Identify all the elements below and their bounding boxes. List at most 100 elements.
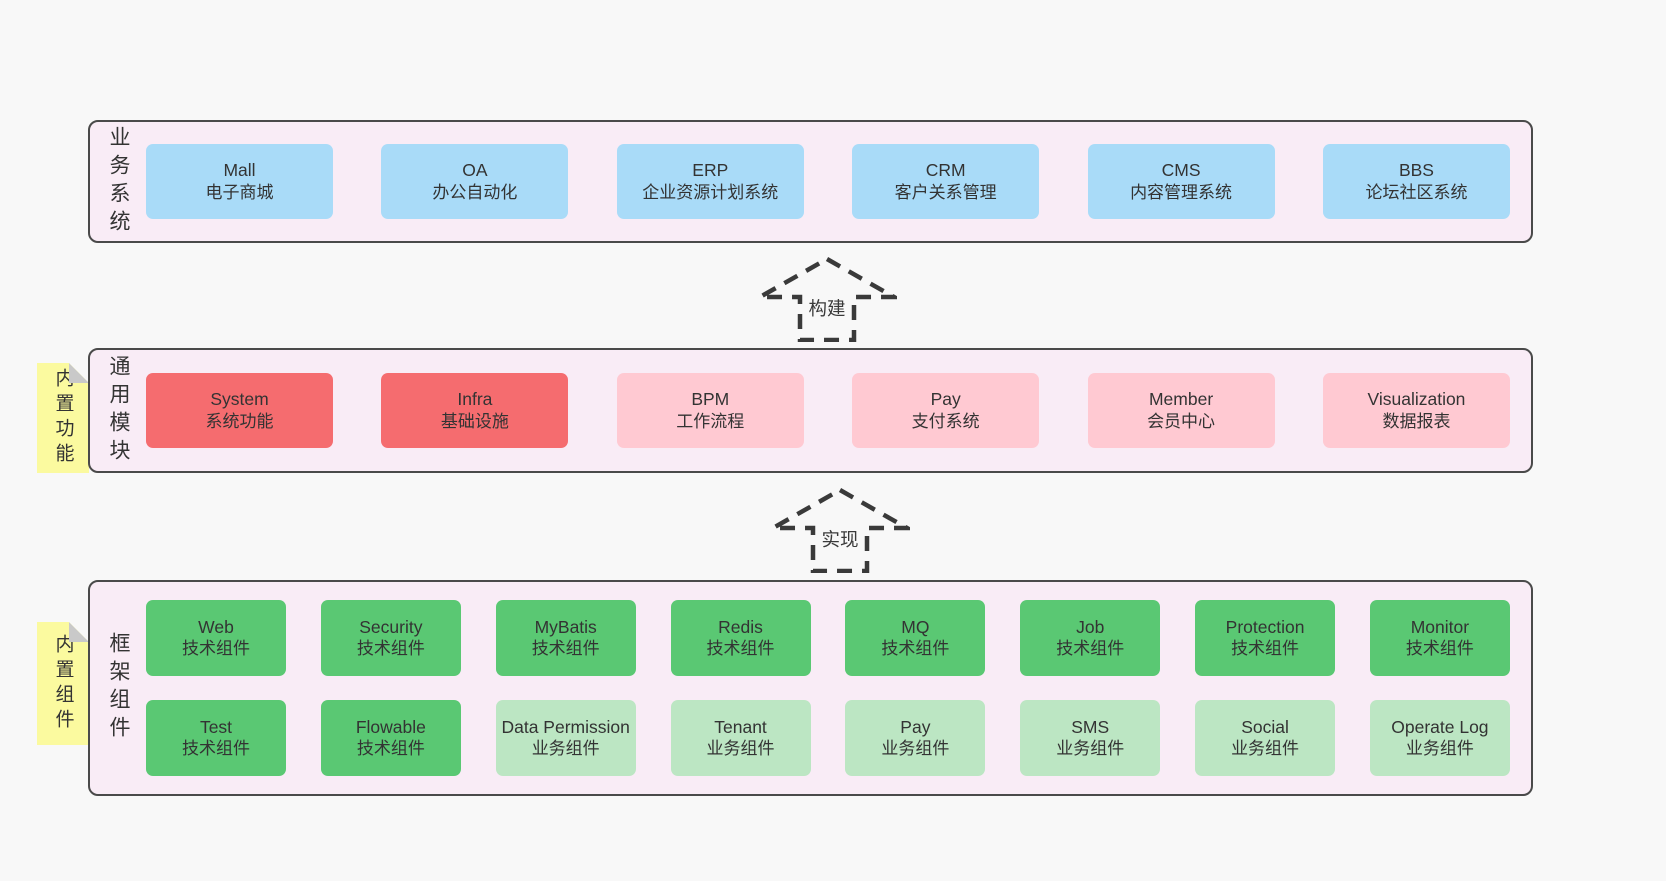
box-title: Member	[1148, 389, 1214, 410]
box-title: System	[210, 389, 269, 410]
box-subtitle: 论坛社区系统	[1365, 182, 1468, 202]
section-label: 通用模块	[107, 354, 130, 467]
folded-corner-icon	[69, 622, 89, 642]
box-subtitle: 技术组件	[182, 639, 250, 659]
box-subtitle: 技术组件	[706, 639, 775, 659]
box-subtitle: 业务组件	[1056, 739, 1125, 759]
section-label: 业务系统	[107, 125, 130, 238]
box-title: CRM	[925, 160, 966, 181]
box-title: Infra	[457, 389, 493, 410]
dashed-up-arrow-icon	[757, 256, 897, 342]
build-arrow: 构建	[757, 256, 897, 342]
box-title: ERP	[692, 160, 729, 181]
box-subtitle: 业务组件	[1231, 739, 1300, 759]
section-label: 框架组件	[107, 632, 130, 744]
box-title: Data Permission	[501, 716, 630, 737]
box-subtitle: 内容管理系统	[1130, 182, 1233, 202]
box-title: Social	[1241, 716, 1289, 737]
box-subtitle: 技术组件	[531, 639, 600, 659]
sticky-note-label: 内置组件	[52, 633, 74, 734]
box-title: Security	[359, 616, 423, 637]
folded-corner-icon	[69, 363, 89, 383]
arrow-label: 构建	[804, 294, 850, 322]
box-title: Visualization	[1367, 389, 1466, 410]
box-subtitle: 支付系统	[911, 411, 980, 431]
box-title: Flowable	[355, 716, 426, 737]
box-title: Redis	[718, 616, 763, 637]
box-subtitle: 技术组件	[881, 639, 950, 659]
box-title: Tenant	[714, 716, 767, 737]
box-title: Web	[198, 616, 234, 637]
box-title: CMS	[1161, 160, 1201, 181]
box-subtitle: 技术组件	[356, 639, 425, 659]
box-subtitle: 技术组件	[1405, 639, 1474, 659]
box-subtitle: 企业资源计划系统	[642, 182, 779, 202]
box-subtitle: 会员中心	[1147, 411, 1216, 431]
box-subtitle: 业务组件	[531, 739, 600, 759]
box-title: Job	[1076, 616, 1105, 637]
box-subtitle: 业务组件	[1405, 739, 1474, 759]
box-title: BPM	[691, 389, 730, 410]
box-title: MQ	[901, 616, 930, 637]
box-subtitle: 技术组件	[1056, 639, 1125, 659]
box-subtitle: 办公自动化	[432, 182, 518, 202]
box-subtitle: 技术组件	[356, 739, 425, 759]
box-subtitle: 客户关系管理	[894, 182, 997, 202]
box-subtitle: 技术组件	[1231, 639, 1300, 659]
box-title: Mall	[223, 160, 256, 181]
box-title: OA	[462, 160, 488, 181]
box-subtitle: 基础设施	[440, 411, 509, 431]
box-title: Pay	[900, 716, 931, 737]
box-subtitle: 系统功能	[205, 411, 274, 431]
box-title: Test	[199, 716, 233, 737]
box-title: Protection	[1225, 616, 1305, 637]
box-title: BBS	[1398, 160, 1434, 181]
sticky-note-built-in-features: 内置功能	[37, 363, 89, 473]
box-subtitle: 数据报表	[1382, 411, 1451, 431]
dashed-up-arrow-icon	[770, 487, 910, 573]
sticky-note-label: 内置功能	[52, 368, 74, 468]
box-title: SMS	[1071, 716, 1110, 737]
box-subtitle: 电子商城	[205, 182, 274, 202]
box-title: Pay	[930, 389, 961, 410]
implement-arrow: 实现	[770, 487, 910, 573]
box-title: Operate Log	[1391, 716, 1489, 737]
box-subtitle: 工作流程	[676, 411, 745, 431]
arrow-label: 实现	[817, 525, 863, 553]
